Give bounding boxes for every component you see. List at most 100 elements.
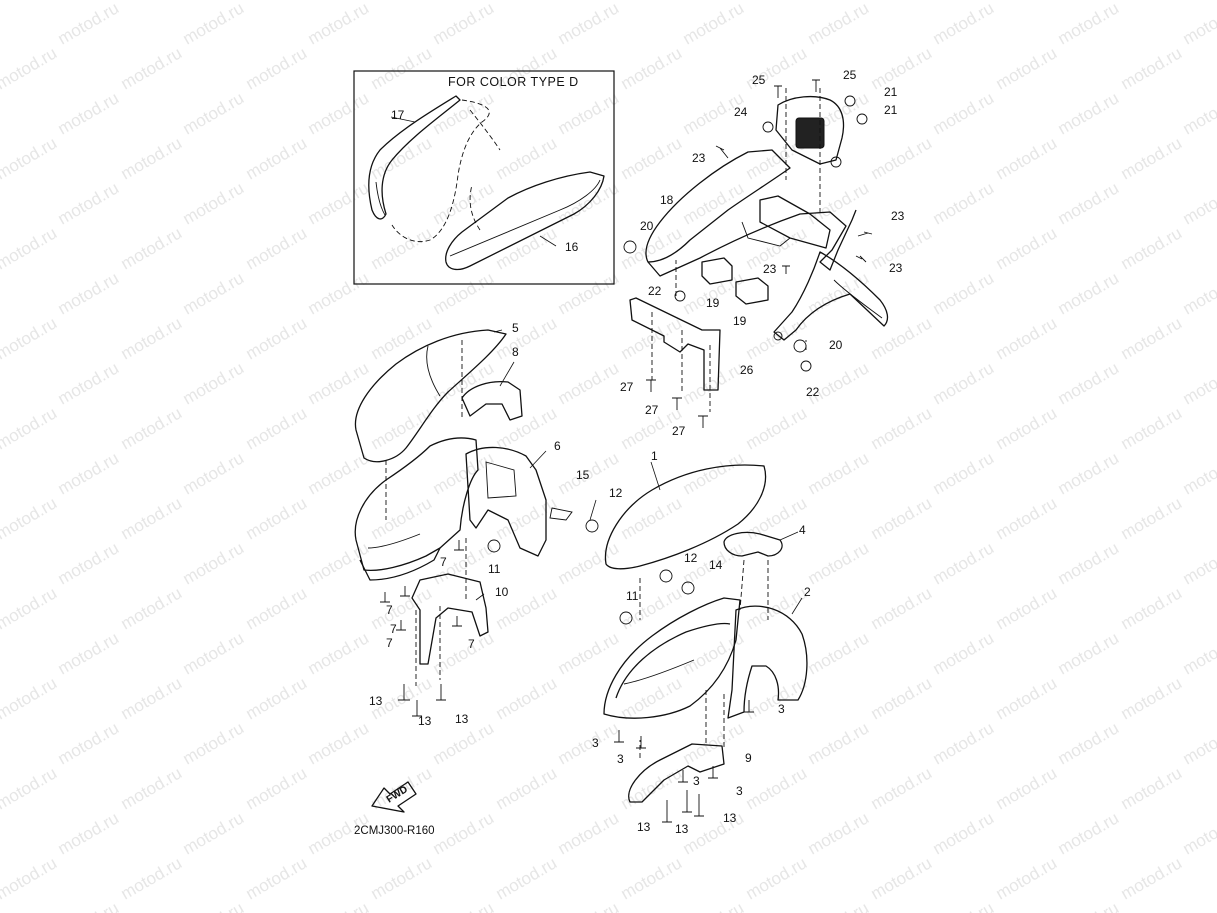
callout-label: 13 (675, 822, 689, 836)
watermark-text: motod.ru (555, 538, 623, 588)
watermark-text: motod.ru (118, 763, 186, 813)
callout-label: 13 (418, 714, 432, 728)
watermark-text: motod.ru (118, 403, 186, 453)
watermark-text: motod.ru (368, 493, 436, 543)
watermark-text: motod.ru (0, 313, 60, 363)
watermark-text: motod.ru (805, 448, 873, 498)
watermark-text: motod.ru (993, 673, 1061, 723)
callout-label: 27 (672, 424, 686, 438)
watermark-text: motod.ru (993, 493, 1061, 543)
watermark-text: motod.ru (243, 0, 311, 3)
watermark-text: motod.ru (868, 763, 936, 813)
watermark-text: motod.ru (1180, 808, 1217, 858)
callout-label: 1 (651, 449, 658, 463)
watermark-text: motod.ru (55, 0, 123, 48)
watermark-text: motod.ru (180, 268, 248, 318)
watermark-text: motod.ru (0, 583, 60, 633)
watermark-text: motod.ru (805, 718, 873, 768)
callout-label: 15 (576, 468, 590, 482)
watermark-text: motod.ru (1118, 493, 1186, 543)
watermark-text: motod.ru (743, 403, 811, 453)
callout-label: 20 (640, 219, 654, 233)
callout-label: 27 (620, 380, 634, 394)
watermark-text: motod.ru (993, 853, 1061, 903)
watermark-text: motod.ru (493, 493, 561, 543)
watermark-text: motod.ru (555, 358, 623, 408)
watermark-text: motod.ru (930, 898, 998, 913)
callout-label: 13 (723, 811, 737, 825)
watermark-text: motod.ru (1118, 133, 1186, 183)
watermark-text: motod.ru (118, 313, 186, 363)
watermark-text: motod.ru (680, 898, 748, 913)
watermark-text: motod.ru (805, 808, 873, 858)
watermark-text: motod.ru (555, 628, 623, 678)
watermark-text: motod.ru (0, 0, 60, 3)
callout-label: 22 (806, 385, 820, 399)
watermark-text: motod.ru (305, 88, 373, 138)
watermark-text: motod.ru (180, 718, 248, 768)
watermark-text: motod.ru (180, 88, 248, 138)
callout-label: 19 (706, 296, 720, 310)
watermark-text: motod.ru (118, 133, 186, 183)
watermark-text: motod.ru (1180, 718, 1217, 768)
watermark-text: motod.ru (493, 853, 561, 903)
watermark-text: motod.ru (493, 673, 561, 723)
watermark-text: motod.ru (1055, 88, 1123, 138)
watermark-text: motod.ru (305, 718, 373, 768)
callout-label: 9 (745, 751, 752, 765)
callout-label: 23 (692, 151, 706, 165)
watermark-text: motod.ru (1180, 0, 1217, 48)
watermark-text: motod.ru (368, 43, 436, 93)
watermark-text: motod.ru (805, 538, 873, 588)
watermark-text: motod.ru (1055, 538, 1123, 588)
front-fender-assembly (603, 461, 808, 823)
watermark-text: motod.ru (368, 223, 436, 273)
callout-label: 12 (609, 486, 623, 500)
callout-label: 3 (592, 736, 599, 750)
watermark-text: motod.ru (430, 268, 498, 318)
watermark-text: motod.ru (618, 43, 686, 93)
watermark-text: motod.ru (1180, 898, 1217, 913)
watermark-text: motod.ru (1055, 898, 1123, 913)
watermark-text: motod.ru (1118, 583, 1186, 633)
watermark-text: motod.ru (993, 133, 1061, 183)
watermark-text: motod.ru (743, 853, 811, 903)
callout-label: 21 (884, 85, 898, 99)
callout-label: 5 (512, 321, 519, 335)
watermark-text: motod.ru (180, 0, 248, 48)
watermark-text: motod.ru (0, 43, 60, 93)
watermark-text: motod.ru (868, 673, 936, 723)
watermark-text: motod.ru (1118, 223, 1186, 273)
callout-label: 25 (752, 73, 766, 87)
watermark-text: motod.ru (55, 808, 123, 858)
watermark-text: motod.ru (180, 538, 248, 588)
watermark-text: motod.ru (55, 628, 123, 678)
watermark-text: motod.ru (1055, 358, 1123, 408)
watermark-text: motod.ru (868, 493, 936, 543)
drawing-code: 2CMJ300-R160 (354, 825, 435, 837)
watermark-text: motod.ru (243, 853, 311, 903)
watermark-text: motod.ru (930, 448, 998, 498)
watermark-text: motod.ru (430, 898, 498, 913)
watermark-text: motod.ru (743, 0, 811, 3)
watermark-text: motod.ru (368, 853, 436, 903)
watermark-text: motod.ru (305, 178, 373, 228)
watermark-text: motod.ru (930, 268, 998, 318)
callout-label: 7 (386, 636, 393, 650)
watermark-text: motod.ru (243, 673, 311, 723)
watermark-text: motod.ru (180, 898, 248, 913)
callout-label: 7 (386, 603, 393, 617)
watermark-text: motod.ru (0, 223, 60, 273)
callout-label: 16 (565, 240, 579, 254)
watermark-text: motod.ru (993, 763, 1061, 813)
watermark-text: motod.ru (555, 268, 623, 318)
watermark-text: motod.ru (368, 0, 436, 3)
watermark-text: motod.ru (118, 0, 186, 3)
watermark-text: motod.ru (680, 0, 748, 48)
watermark-text: motod.ru (55, 898, 123, 913)
watermark-text: motod.ru (1118, 0, 1186, 3)
callout-label: 19 (733, 314, 747, 328)
watermark-text: motod.ru (243, 313, 311, 363)
